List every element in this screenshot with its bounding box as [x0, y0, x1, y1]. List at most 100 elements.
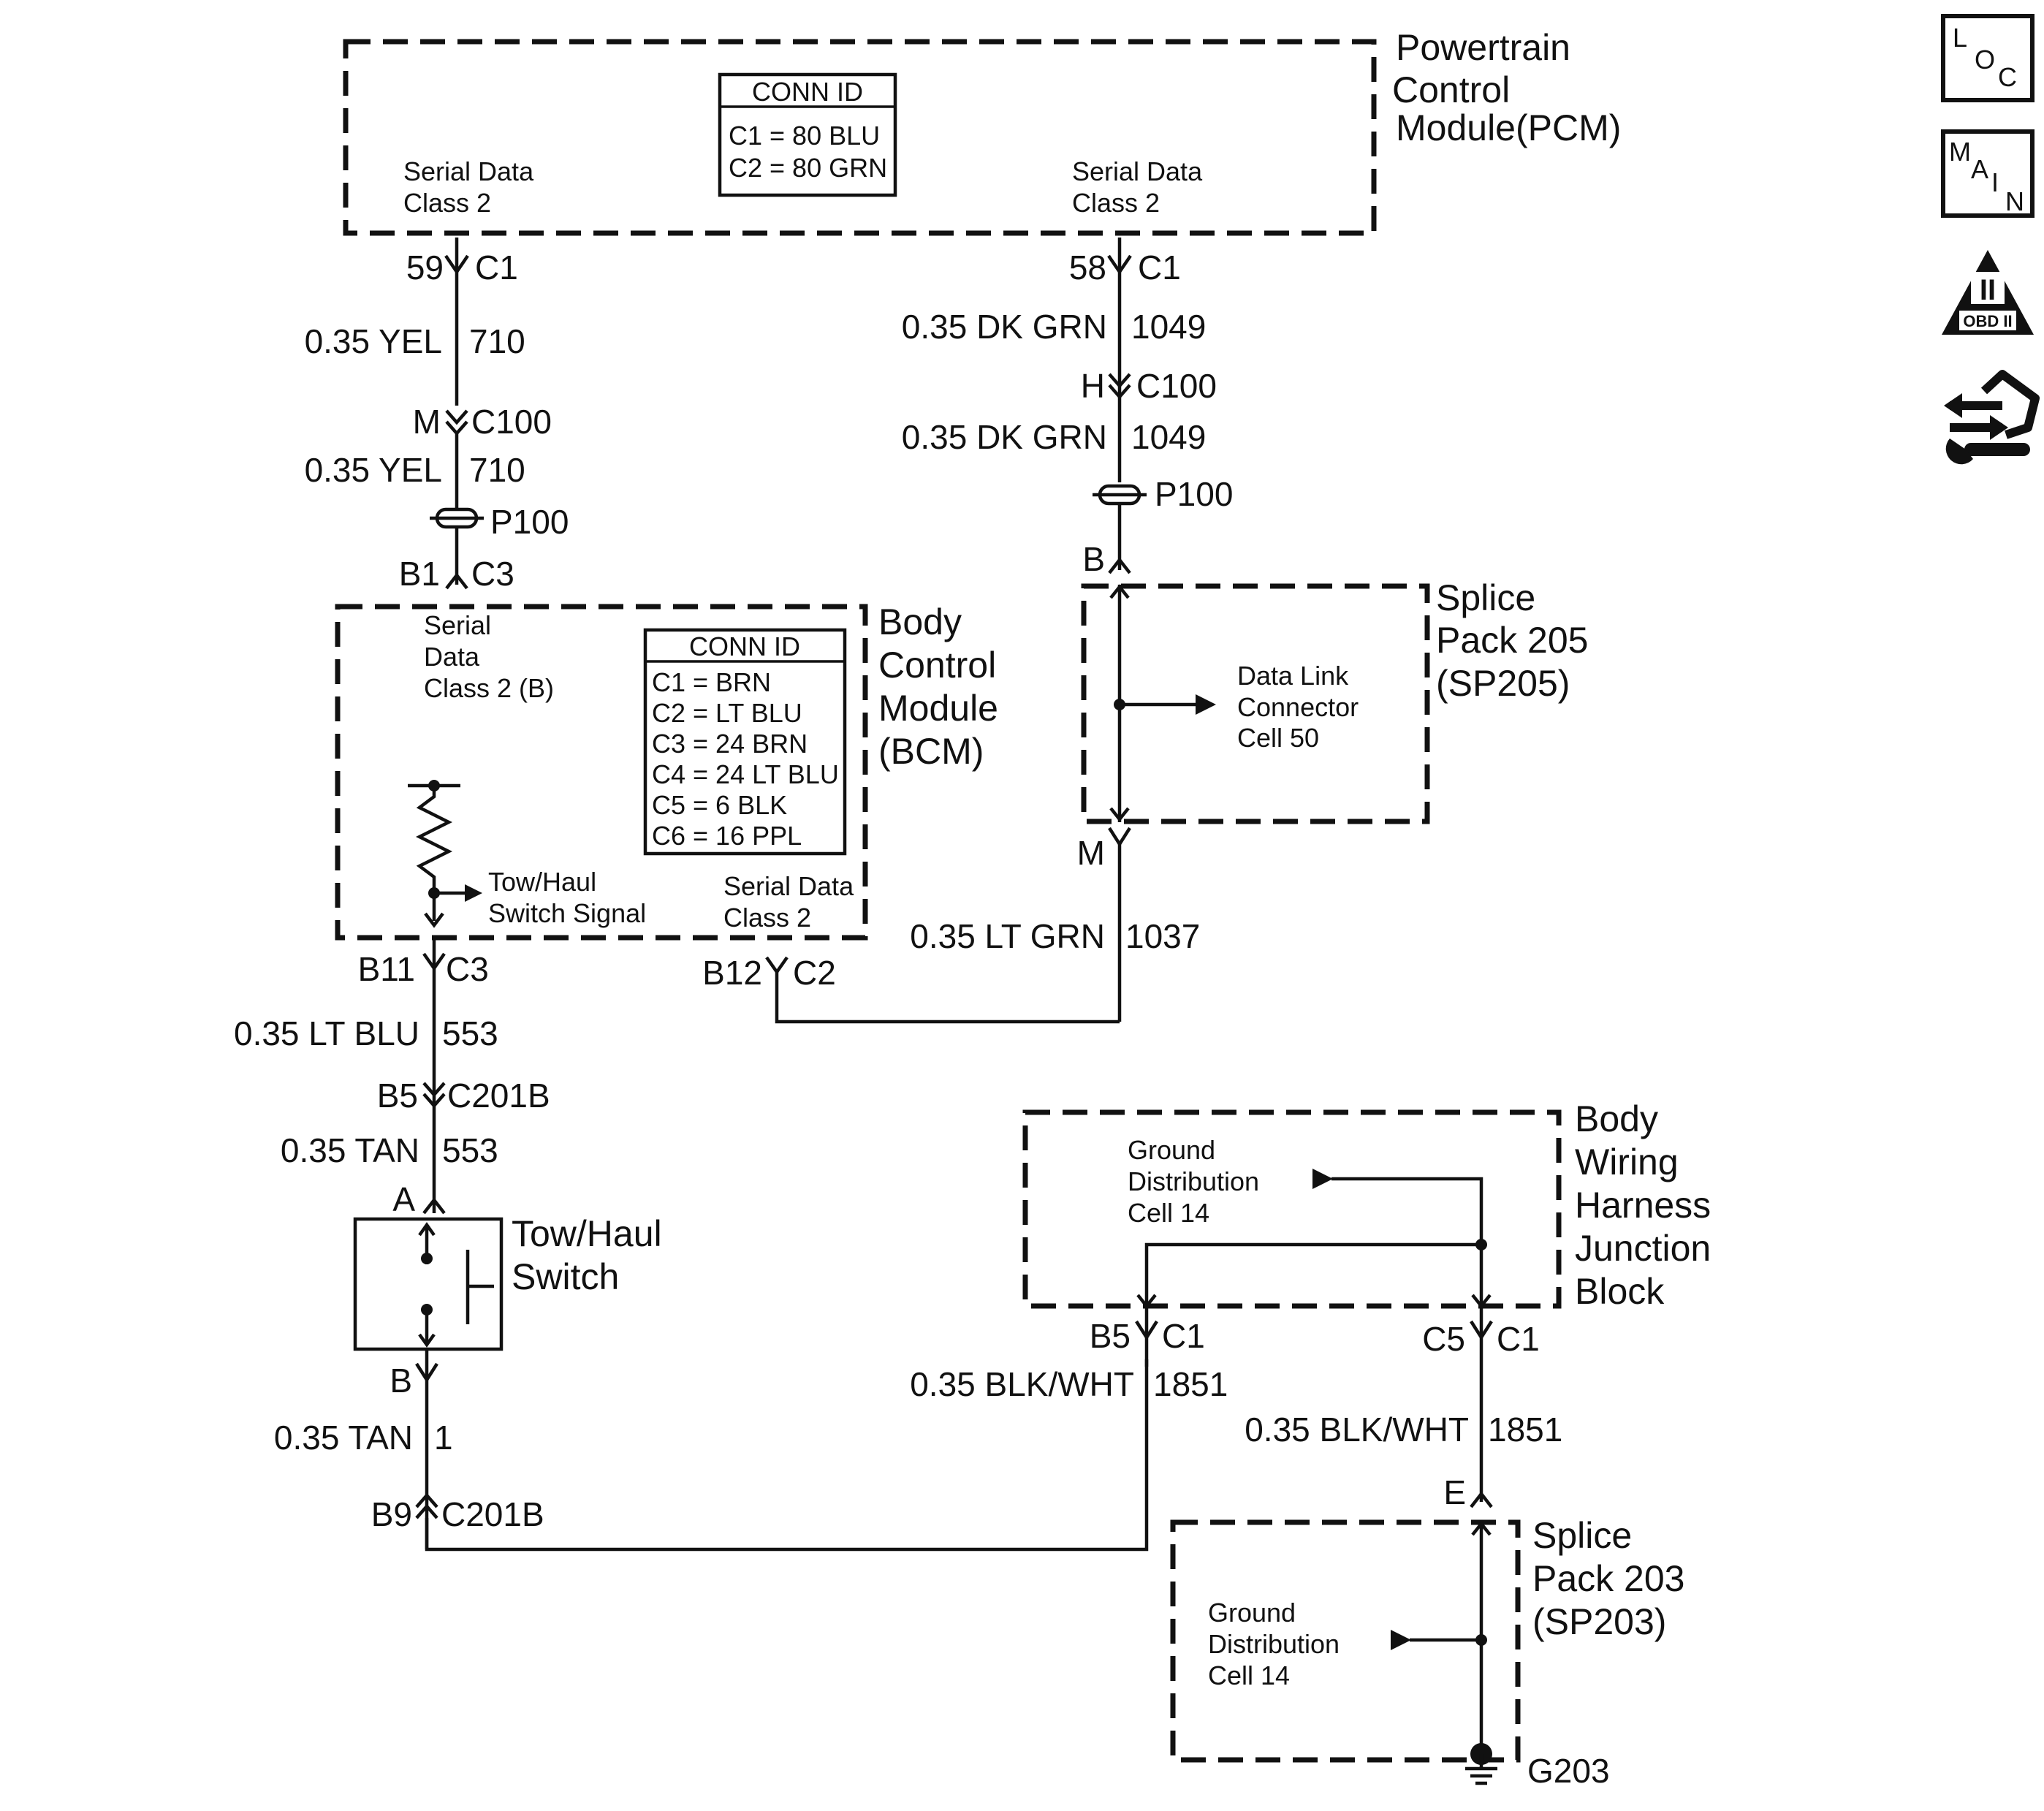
ground-g203-label: G203 [1527, 1752, 1610, 1790]
pin-m-sp205: M [1077, 834, 1105, 872]
schematic-legend-icon[interactable] [1944, 370, 2040, 465]
pin-c5-jb: C5 [1422, 1320, 1465, 1358]
wire-553-gauge-1: 0.35 LT BLU [234, 1014, 419, 1052]
p100-label-right: P100 [1155, 475, 1233, 513]
wire-710-gauge-2: 0.35 YEL [305, 451, 442, 489]
p100-pass-through-right [1093, 484, 1147, 506]
switch-name-line-2: Switch [512, 1256, 619, 1297]
sp205-dlc-line-1: Data Link [1237, 661, 1349, 691]
bcm-serial-b-line-1: Serial [424, 610, 491, 640]
bcm-conn-id-c3: C3 = 24 BRN [652, 729, 808, 759]
pcm-module: Powertrain Control Module(PCM) CONN ID C… [343, 27, 1621, 236]
switch-name-line-1: Tow/Haul [512, 1213, 662, 1254]
bcm-serial-b-line-2: Data [424, 642, 480, 672]
wire-1851-circuit-1: 1851 [1153, 1365, 1228, 1403]
pin-b1: B1 [399, 555, 440, 593]
wire-1037-gauge: 0.35 LT GRN [910, 917, 1105, 955]
connector-c3-top: C3 [471, 555, 514, 593]
main-icon[interactable]: M A I N [1941, 129, 2034, 218]
pcm-right-signal-line-2: Class 2 [1072, 188, 1160, 218]
bcm-name-line-1: Body [878, 601, 962, 642]
pcm-name-line-3: Module(PCM) [1396, 107, 1621, 148]
bwhjb-ground-line-2: Distribution [1128, 1166, 1259, 1196]
wire-553-gauge-2: 0.35 TAN [281, 1131, 419, 1169]
wire-1-circuit: 1 [434, 1419, 453, 1457]
bcm-serial-class2-line-2: Class 2 [723, 903, 811, 933]
obd-ii-icon[interactable]: II OBD II [1942, 250, 2034, 335]
p100-label-left: P100 [490, 503, 569, 541]
connector-c1-jb-left: C1 [1162, 1317, 1205, 1355]
circuit-1851-branch: B5 C1 0.35 BLK/WHT 1851 C5 C1 0.35 BLK/W… [910, 1308, 1562, 1511]
pin-b11: B11 [358, 950, 415, 988]
bwhjb-name-line-3: Harness [1575, 1185, 1711, 1226]
pcm-name-line-2: Control [1392, 69, 1510, 110]
pin-h-c100: H [1081, 367, 1105, 405]
splice-pack-203: Splice Pack 203 (SP203) Ground Distribut… [1170, 1515, 1684, 1763]
wire-1851-gauge-2: 0.35 BLK/WHT [1245, 1411, 1469, 1449]
obd-ii-label: OBD II [1963, 312, 2012, 330]
sp203-ground-line-2: Distribution [1208, 1629, 1340, 1659]
wire-1037-circuit: 1037 [1125, 917, 1200, 955]
sp203-ground-line-3: Cell 14 [1208, 1660, 1290, 1690]
main-letter-i: I [1991, 167, 1999, 197]
bcm-conn-id-c6: C6 = 16 PPL [652, 821, 802, 851]
bwhjb-name-line-2: Wiring [1575, 1142, 1679, 1182]
circuit-553-branch: B11 C3 0.35 LT BLU 553 B5 C201B 0.35 TAN… [234, 939, 550, 1218]
pcm-left-signal-line-2: Class 2 [403, 188, 491, 218]
connector-c201b-bottom: C201B [441, 1495, 544, 1533]
pcm-name-line-1: Powertrain [1396, 27, 1570, 68]
connector-c201b-top: C201B [447, 1077, 550, 1115]
loc-icon[interactable]: L O C [1941, 14, 2034, 102]
sp203-name-line-2: Pack 203 [1532, 1558, 1684, 1599]
connector-c1-left: C1 [475, 248, 518, 286]
bwhjb-name-line-4: Junction [1575, 1228, 1711, 1269]
bwhjb-name-line-5: Block [1575, 1271, 1665, 1312]
pin-58: 58 [1069, 248, 1106, 286]
p100-pass-through-left [430, 507, 484, 529]
loc-letter-c: C [1998, 62, 2017, 92]
bwhjb-ground-line-3: Cell 14 [1128, 1198, 1209, 1228]
pcm-conn-id-title: CONN ID [752, 77, 863, 107]
wire-1049-circuit-1: 1049 [1131, 308, 1206, 346]
ground-g203-symbol: G203 [1465, 1743, 1610, 1790]
sp203-ground-line-1: Ground [1208, 1598, 1296, 1628]
wire-1851-circuit-2: 1851 [1488, 1411, 1562, 1449]
circuit-710-branch: 59 C1 0.35 YEL 710 M C100 0.35 YEL 710 P… [305, 238, 569, 593]
circuit-1-branch: B 0.35 TAN 1 B9 C201B [274, 1349, 1149, 1552]
pullup-resistor-symbol [408, 780, 482, 928]
sp203-name-line-1: Splice [1532, 1515, 1632, 1556]
sp205-dlc-line-2: Connector [1237, 692, 1359, 722]
wire-1-gauge: 0.35 TAN [274, 1419, 413, 1457]
loc-letter-o: O [1975, 45, 1995, 75]
connector-c100-left: C100 [471, 403, 552, 441]
pcm-conn-id-c2: C2 = 80 GRN [729, 153, 887, 183]
pcm-right-signal-line-1: Serial Data [1072, 156, 1203, 186]
connector-c1-jb-right: C1 [1497, 1320, 1540, 1358]
sp205-name-line-1: Splice [1436, 577, 1535, 618]
circuit-1037-branch: M 0.35 LT GRN 1037 B12 C2 [702, 827, 1200, 1024]
main-letter-a: A [1971, 154, 1988, 184]
bcm-conn-id-c2: C2 = LT BLU [652, 698, 802, 728]
pin-59: 59 [406, 248, 444, 286]
wire-710-gauge-1: 0.35 YEL [305, 322, 442, 360]
bwhjb-ground-line-1: Ground [1128, 1135, 1215, 1165]
bcm-tow-signal-line-2: Switch Signal [488, 898, 646, 928]
bcm-serial-b-line-3: Class 2 (B) [424, 673, 554, 703]
bcm-serial-class2-line-1: Serial Data [723, 871, 854, 901]
pin-b-switch: B [390, 1362, 412, 1400]
pin-m-c100: M [413, 403, 441, 441]
bcm-name-line-2: Control [878, 645, 996, 686]
circuit-1049-branch: 58 C1 0.35 DK GRN 1049 H C100 0.35 DK GR… [902, 238, 1233, 578]
pin-b5-jb: B5 [1090, 1317, 1131, 1355]
connector-c2: C2 [793, 954, 836, 992]
bcm-conn-id-c5: C5 = 6 BLK [652, 790, 787, 820]
sp205-name-line-2: Pack 205 [1436, 620, 1588, 661]
main-letter-m: M [1949, 137, 1971, 167]
wire-1851-gauge-1: 0.35 BLK/WHT [910, 1365, 1134, 1403]
bwhjb-name-line-1: Body [1575, 1098, 1658, 1139]
bcm-tow-signal-line-1: Tow/Haul [488, 867, 596, 897]
bcm-conn-id-title: CONN ID [689, 631, 800, 661]
loc-letter-l: L [1953, 23, 1967, 53]
pin-b5-c201b: B5 [377, 1077, 418, 1115]
pin-b12: B12 [702, 954, 762, 992]
